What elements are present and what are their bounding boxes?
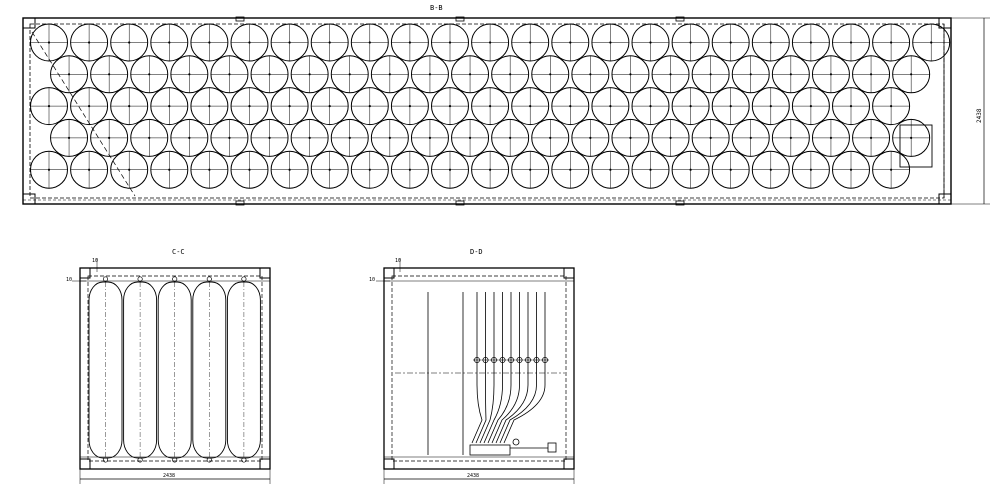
valve-box [899,124,933,168]
view-c-c-title: C-C [172,248,185,256]
manifold-pipe [491,292,520,444]
view-c-c: C-C 10 10 2438 [66,248,271,484]
container-inner-frame [29,23,945,199]
dim-b-label: 10 [66,277,72,283]
height-dimension-label: 2438 [976,108,983,123]
outlet-valve [512,438,520,446]
corner-casting [938,17,952,29]
end-frame-outer [383,267,575,470]
view-b-b: B-B 2438 [22,4,990,206]
corner-casting [79,458,91,470]
manifold-pipe [471,292,483,444]
corner-casting [79,267,91,279]
manifold-pipe [495,292,529,444]
manifold-pipe [479,292,495,444]
front-frame-outer [79,267,271,470]
dim-a-label: 10 [395,258,401,264]
corner-casting [259,458,271,470]
width-dimension-label: 2438 [163,473,175,479]
manifold-pipe [483,292,503,444]
corner-casting [259,267,271,279]
corner-casting [22,17,36,29]
view-d-d-title: D-D [470,248,483,256]
corner-casting [563,458,575,470]
manifold-pipe [475,292,487,444]
corner-casting [383,458,395,470]
dim-b-label: 10 [369,277,375,283]
manifold-block [469,444,511,456]
manifold-pipe [487,292,512,444]
corner-casting [22,193,36,205]
front-frame-inner [87,275,263,462]
tube-array [88,276,261,463]
view-d-d: D-D 10 10 2438 [369,248,575,484]
corner-casting [938,193,952,205]
container-outline [22,17,952,205]
corner-casting [563,267,575,279]
manifold-pipe [503,292,546,444]
dim-a-label: 10 [92,258,98,264]
corner-casting [383,267,395,279]
cylinder-array [30,23,951,189]
manifold-pipes [471,292,549,444]
view-b-b-title: B-B [430,4,443,12]
end-frame-inner [391,275,567,462]
manifold-pipe [499,292,537,444]
width-dimension-label: 2438 [467,473,479,479]
